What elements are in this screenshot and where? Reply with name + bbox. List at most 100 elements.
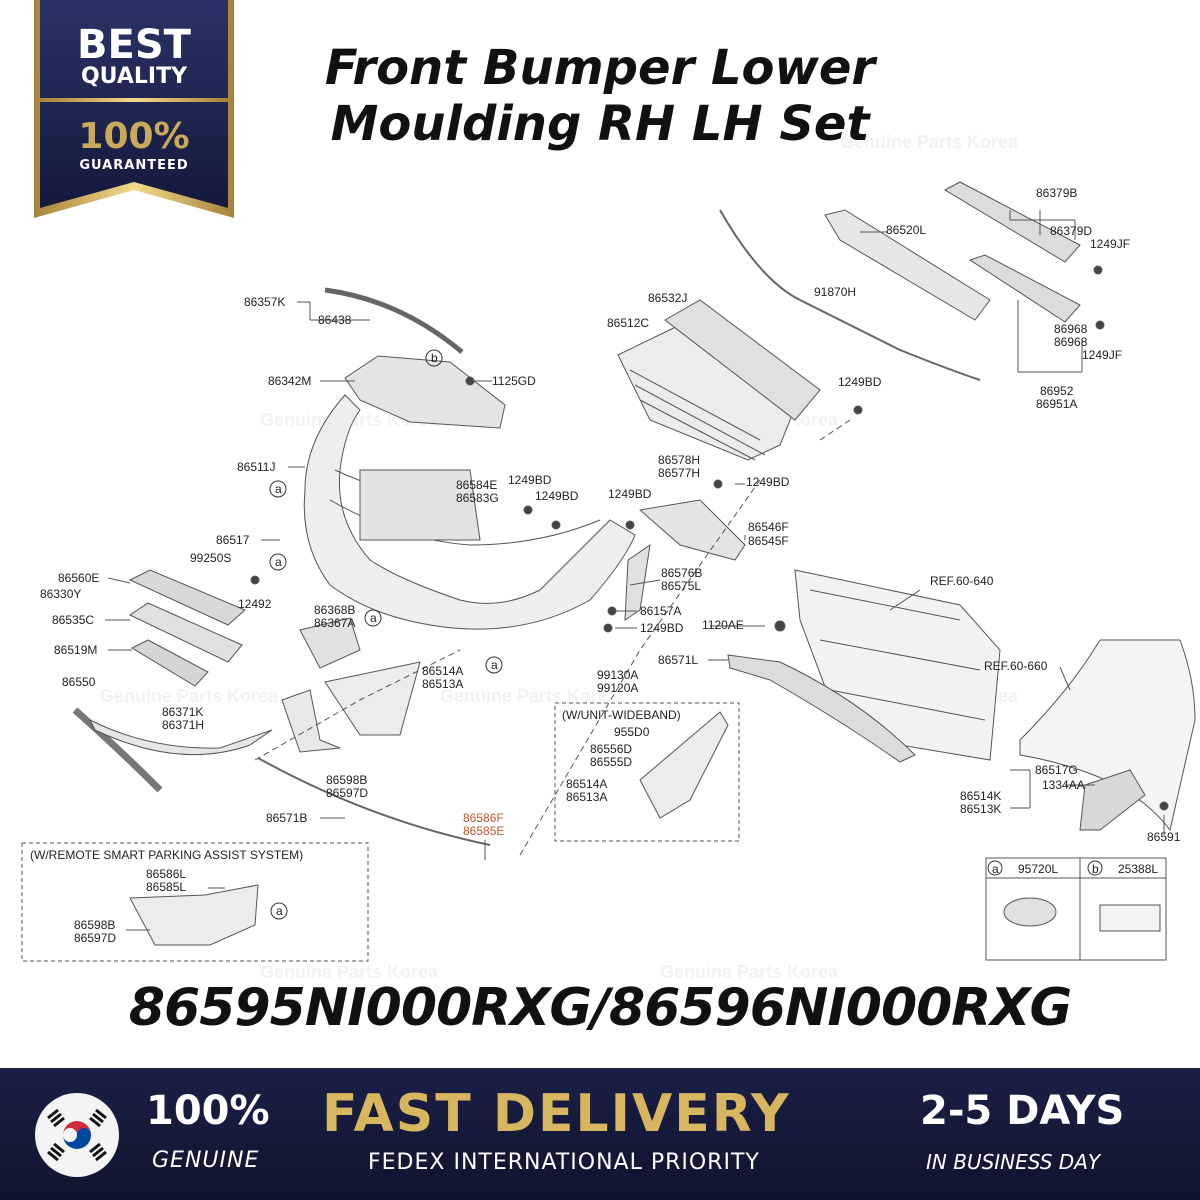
label-86571L: 86571L	[658, 653, 699, 667]
product-title: Front Bumper Lower Moulding RH LH Set	[260, 40, 940, 152]
title-line-2: Moulding RH LH Set	[330, 96, 870, 152]
label-86591: 86591	[1147, 830, 1181, 844]
label-1334AA: 1334AA	[1042, 778, 1085, 792]
badge-guaranteed: GUARANTEED	[79, 158, 189, 173]
label-99130A: 99130A	[597, 668, 639, 682]
footer-genuine-percent: 100%	[146, 1088, 270, 1134]
legend-b-part: 25388L	[1118, 862, 1159, 876]
label-86584E: 86584E	[456, 478, 498, 492]
label-86513A: 86513A	[422, 677, 464, 691]
label-86519M: 86519M	[54, 643, 98, 657]
part-86511J-front-bumper	[303, 394, 636, 630]
badge-quality: QUALITY	[80, 64, 188, 89]
part-86368B	[299, 617, 361, 669]
label-1125GD: 1125GD	[492, 374, 536, 388]
part-number: 86595NI000RXG/86596NI000RXG	[128, 978, 1072, 1038]
callout-a: a	[275, 555, 282, 569]
callout-b: b	[431, 351, 438, 365]
label-86367A: 86367A	[314, 616, 356, 630]
label-86550: 86550	[62, 675, 96, 689]
legend-a-key: a	[992, 862, 999, 876]
legend-b-key: b	[1092, 862, 1099, 876]
label-86330Y: 86330Y	[40, 587, 82, 601]
part-radiator-support	[794, 569, 1001, 761]
label-ref-60-660: REF.60-660	[984, 659, 1048, 673]
part-86379B	[943, 181, 1081, 263]
label-1249BD: 1249BD	[535, 489, 579, 503]
label-1249BD: 1249BD	[838, 375, 882, 389]
label-86517: 86517	[216, 533, 250, 547]
part-86535C	[128, 602, 243, 663]
label-86511J: 86511J	[237, 460, 276, 474]
badge-best: BEST	[77, 22, 191, 68]
delivery-banner: 100% GENUINE FAST DELIVERY FEDEX INTERNA…	[0, 1068, 1200, 1200]
part-86371K	[88, 718, 273, 756]
label-86379D: 86379D	[1050, 224, 1093, 238]
part-86520L	[824, 209, 991, 321]
label-86586F-highlight: 86586F	[463, 811, 504, 825]
part-86550	[72, 707, 163, 793]
label-86514A: 86514A	[422, 664, 464, 678]
label-1249BD: 1249BD	[746, 475, 790, 489]
watermark: Genuine Parts Korea	[440, 686, 619, 706]
badge-percent: 100%	[78, 116, 190, 157]
part-86514A-wideband	[639, 711, 729, 819]
label-955D0: 955D0	[614, 725, 650, 739]
label-86576B: 86576B	[661, 566, 703, 580]
part-86598B-rspa	[129, 884, 259, 946]
label-86357K: 86357K	[244, 295, 286, 309]
label-86514K: 86514K	[960, 789, 1002, 803]
best-quality-badge: BEST QUALITY 100% GUARANTEED	[34, 0, 234, 218]
korea-flag-icon	[35, 1093, 119, 1177]
watermark: Genuine Parts Korea	[100, 686, 279, 706]
footer-delivery-days: 2-5 DAYS	[920, 1088, 1125, 1134]
label-86598B: 86598B	[74, 918, 116, 932]
part-86438	[324, 287, 464, 354]
label-86371K: 86371K	[162, 705, 204, 719]
rspa-box-title: (W/REMOTE SMART PARKING ASSIST SYSTEM)	[30, 848, 304, 862]
label-86597D: 86597D	[74, 931, 117, 945]
title-line-1: Front Bumper Lower	[324, 40, 876, 96]
footer-genuine-label: GENUINE	[152, 1148, 260, 1173]
label-86577H: 86577H	[658, 466, 701, 480]
label-91870H: 91870H	[814, 285, 857, 299]
label-86597D: 86597D	[326, 786, 369, 800]
label-99120A: 99120A	[597, 681, 639, 695]
label-86560E: 86560E	[58, 571, 100, 585]
badge-ribbon-shape	[34, 0, 234, 218]
label-1120AE: 1120AE	[702, 618, 744, 632]
label-86546F: 86546F	[748, 520, 789, 534]
label-86556D: 86556D	[590, 742, 633, 756]
part-86342M	[344, 355, 506, 429]
label-1249BD: 1249BD	[508, 473, 552, 487]
footer-business-day: IN BUSINESS DAY	[926, 1150, 1101, 1174]
label-86512C: 86512C	[607, 316, 650, 330]
footer-fast-delivery: FAST DELIVERY	[322, 1084, 791, 1144]
exploded-parts-diagram	[21, 181, 1196, 962]
callout-a: a	[370, 611, 377, 625]
label-86535C: 86535C	[52, 613, 95, 627]
label-ref-60-640: REF.60-640	[930, 574, 994, 588]
label-86157A: 86157A	[640, 604, 682, 618]
label-86575L: 86575L	[661, 579, 702, 593]
label-86555D: 86555D	[590, 755, 633, 769]
label-86578H: 86578H	[658, 453, 701, 467]
label-86583G: 86583G	[456, 491, 499, 505]
wideband-box-title: (W/UNIT-WIDEBAND)	[562, 708, 681, 722]
watermark: Genuine Parts Korea	[840, 132, 1019, 152]
label-1249BD: 1249BD	[640, 621, 684, 635]
label-86585E-highlight: 86585E	[463, 824, 505, 838]
part-86571B	[257, 757, 491, 846]
callout-a: a	[276, 904, 283, 918]
legend-a-part: 95720L	[1018, 862, 1059, 876]
watermark: Genuine Parts Korea	[260, 962, 439, 982]
label-86520L: 86520L	[886, 223, 927, 237]
label-1249JF: 1249JF	[1082, 348, 1123, 362]
label-86586L: 86586L	[146, 867, 187, 881]
footer-fedex-priority: FEDEX INTERNATIONAL PRIORITY	[368, 1150, 760, 1175]
part-86576B	[624, 543, 651, 621]
label-86379B: 86379B	[1036, 186, 1078, 200]
label-86368B: 86368B	[314, 603, 356, 617]
watermark: Genuine Parts Korea	[660, 962, 839, 982]
